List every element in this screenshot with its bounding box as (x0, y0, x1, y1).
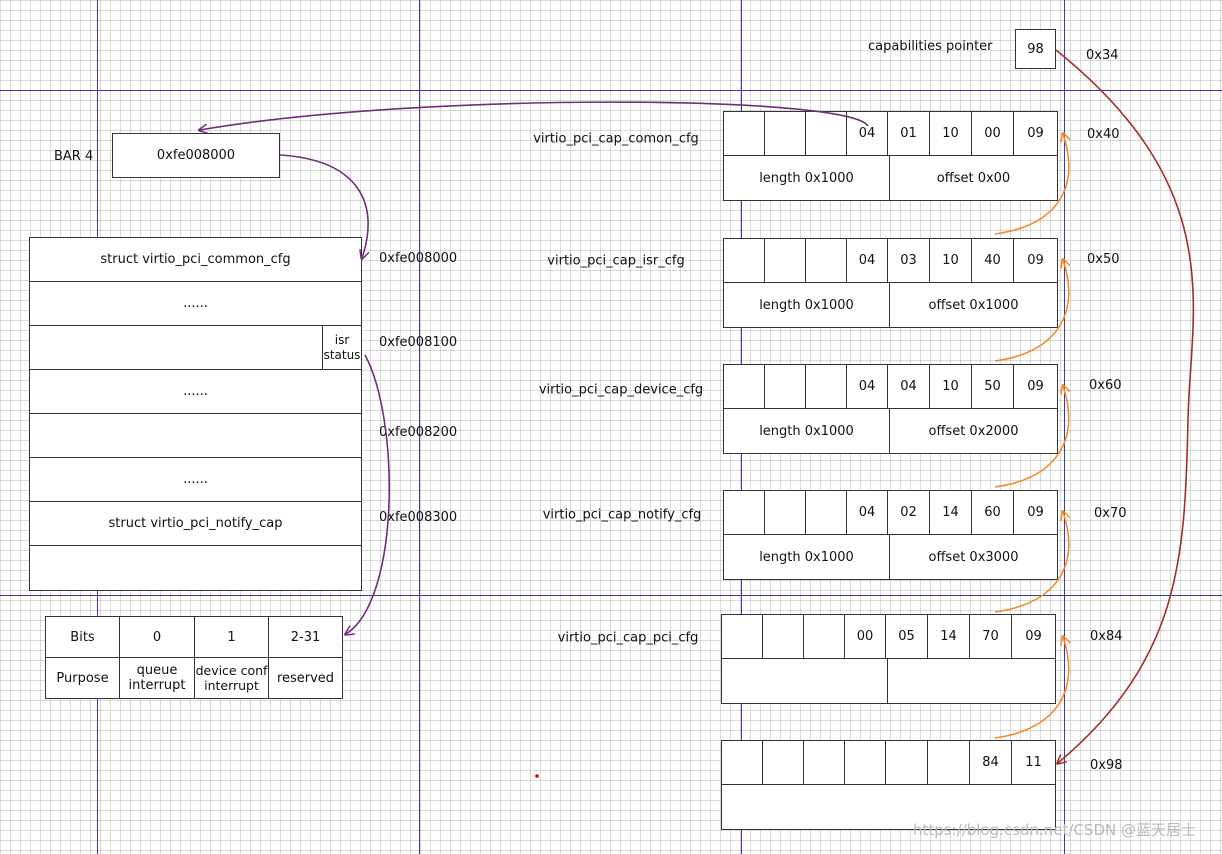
capability-config-offset: 0x50 (1087, 252, 1120, 267)
capability-byte: 09 (1013, 364, 1058, 409)
memory-row (29, 413, 362, 458)
cap-next-arrow (994, 637, 1069, 739)
capability-bar-offset: offset 0x1000 (889, 282, 1058, 328)
capability-bar-offset: offset 0x3000 (889, 534, 1058, 580)
guide-line-horizontal (0, 595, 1222, 596)
capability-byte: 10 (929, 238, 972, 283)
capability-config-offset: 0x60 (1089, 378, 1122, 393)
isr-table-purpose-cell: device conf interrupt (194, 657, 269, 699)
capability-byte: 09 (1013, 111, 1058, 156)
isr-table-purpose-cell: Purpose (45, 657, 120, 699)
bar-address-arrow (279, 154, 368, 258)
capability-byte (927, 740, 970, 785)
capability-byte: 03 (887, 238, 930, 283)
capability-byte: 04 (846, 238, 888, 283)
capability-config-offset: 0x40 (1087, 127, 1120, 142)
capability-byte: 02 (887, 490, 930, 535)
capabilities-pointer-offset: 0x34 (1086, 48, 1119, 63)
isr-table-purpose-cell: reserved (268, 657, 343, 699)
isr-status-cell: isr status (322, 325, 362, 370)
cap-next-arrow (994, 260, 1069, 362)
capability-bar-offset (887, 658, 1056, 704)
memory-address: 0xfe008300 (379, 510, 458, 525)
cap-next-arrow (994, 134, 1069, 235)
capability-byte: 84 (969, 740, 1012, 785)
capabilities-pointer-value: 98 (1015, 29, 1056, 69)
bar-address-box: 0xfe008000 (112, 133, 280, 178)
capability-byte: 14 (929, 490, 972, 535)
capability-length: length 0x1000 (723, 282, 890, 328)
capability-byte: 09 (1013, 490, 1058, 535)
isr-table-header-cell: 0 (119, 616, 195, 658)
bar-label: BAR 4 (54, 149, 94, 164)
capability-byte: 11 (1011, 740, 1056, 785)
capability-byte (721, 614, 763, 659)
memory-row: ...... (29, 457, 362, 502)
capability-name: virtio_pci_cap_pci_cfg (557, 630, 699, 646)
stray-dot (535, 774, 539, 778)
capabilities-pointer-label: capabilities pointer (868, 39, 993, 54)
capabilities-pointer-arrow (1056, 49, 1195, 763)
capability-name: virtio_pci_cap_isr_cfg (547, 253, 685, 269)
capability-bar-offset: offset 0x2000 (889, 408, 1058, 454)
capability-byte: 00 (844, 614, 886, 659)
capability-byte: 70 (969, 614, 1012, 659)
capability-byte: 10 (929, 364, 972, 409)
capability-length: length 0x1000 (723, 408, 890, 454)
guide-line-horizontal (0, 90, 1222, 91)
memory-address: 0xfe008100 (379, 335, 458, 350)
cap-next-arrow (994, 512, 1069, 613)
isr-table-header-cell: Bits (45, 616, 120, 658)
capability-byte (764, 238, 806, 283)
capability-length (721, 658, 888, 704)
capability-name: virtio_pci_cap_device_cfg (538, 382, 704, 398)
capability-byte: 04 (887, 364, 930, 409)
bar-index-arrow (200, 101, 869, 130)
memory-address: 0xfe008000 (379, 251, 458, 266)
capability-config-offset: 0x70 (1094, 506, 1127, 521)
capability-byte (805, 490, 847, 535)
memory-row (29, 545, 362, 591)
isr-table-purpose-cell: queue interrupt (119, 657, 195, 699)
capability-config-offset: 0x98 (1090, 758, 1123, 773)
watermark: https://blog.csdn.net/CSDN @蓝天居士 (913, 821, 1196, 839)
memory-row: struct virtio_pci_notify_cap (29, 501, 362, 546)
capability-byte: 09 (1013, 238, 1058, 283)
capability-bar-offset: offset 0x00 (889, 155, 1058, 201)
memory-address: 0xfe008200 (379, 425, 458, 440)
capability-byte (803, 614, 845, 659)
capability-byte: 01 (887, 111, 930, 156)
guide-line-vertical (1064, 0, 1065, 854)
capability-config-offset: 0x84 (1090, 629, 1123, 644)
isr-status-arrow (346, 354, 391, 634)
capability-name: virtio_pci_cap_comon_cfg (533, 131, 699, 147)
cap-next-arrow (994, 386, 1069, 488)
capability-body (721, 784, 1056, 830)
guide-line-vertical (419, 0, 420, 854)
capability-name: virtio_pci_cap_notify_cfg (542, 507, 702, 523)
capability-byte (762, 740, 804, 785)
